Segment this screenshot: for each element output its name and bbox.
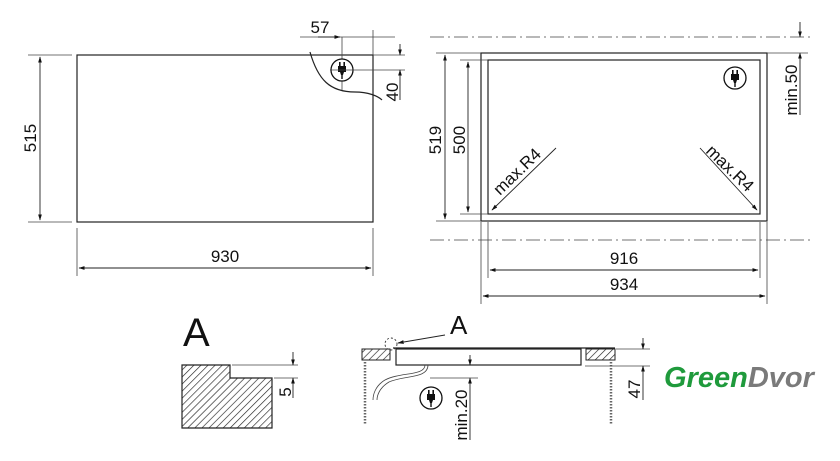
depth-label: 515 [21, 124, 40, 152]
outer-depth-label: 519 [426, 126, 445, 154]
hob-outline [76, 54, 374, 223]
detail-a: A 5 [181, 311, 298, 429]
top-view: 515 930 57 40 [21, 18, 405, 276]
cutout-outline [487, 59, 761, 215]
power-plug-icon [419, 386, 443, 410]
outer-outline [480, 52, 768, 222]
plug-offset-x-label: 57 [311, 18, 330, 37]
logo-part-green: Green [664, 362, 748, 394]
clearance-label: min.20 [452, 389, 471, 440]
outer-width-label: 934 [610, 275, 638, 294]
detail-ref-label: A [450, 310, 468, 340]
plug-offset-y-label: 40 [383, 83, 402, 102]
worktop-left [361, 348, 391, 361]
logo-part-dvor: Dvor [748, 362, 816, 394]
width-label: 930 [211, 247, 239, 266]
height-label: 47 [625, 380, 644, 399]
cable-zone-curve [309, 51, 383, 101]
detail-title: A [183, 311, 210, 355]
inner-depth-label: 500 [450, 126, 469, 154]
section-view: A min.20 47 [361, 310, 650, 441]
edge-profile [181, 364, 273, 429]
inner-width-label: 916 [610, 249, 638, 268]
hob-body [395, 348, 582, 366]
power-plug-icon [723, 66, 747, 90]
worktop-right [585, 348, 616, 361]
clearance-label: min.50 [782, 64, 801, 115]
step-label: 5 [276, 387, 295, 396]
radius-right-label: max.R4 [702, 141, 757, 195]
cutout-view: 519 500 min.50 max.R4 max.R4 916 934 [426, 22, 812, 304]
greendvor-logo: GreenDvor [664, 362, 816, 394]
radius-left-label: max.R4 [490, 145, 545, 199]
